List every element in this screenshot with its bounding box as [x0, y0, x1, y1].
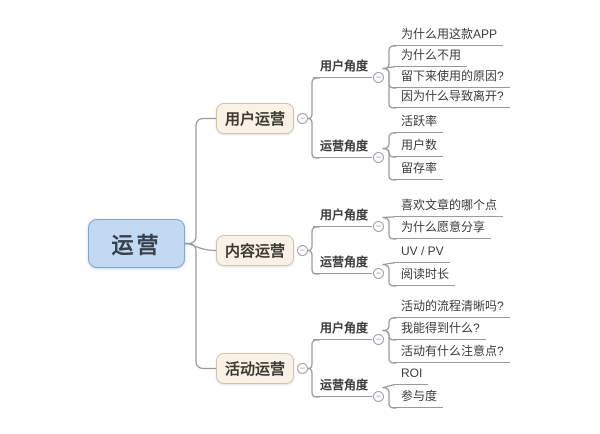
leaf-topic[interactable]: 因为什么导致离开? [393, 87, 510, 108]
branch-user-operations-box[interactable]: 用户运营 [216, 103, 294, 134]
leaf-topic[interactable]: 为什么不用 [393, 46, 468, 67]
label-text[interactable]: 用户角度 [313, 319, 373, 340]
leaf-topic[interactable]: 阅读时长 [393, 265, 456, 286]
leaf-topic[interactable]: 我能得到什么? [393, 319, 486, 340]
label-ops-perspective-1: 运营角度 − [313, 137, 385, 163]
branch-content-operations-box[interactable]: 内容运营 [216, 235, 294, 266]
branch-user-operations: 用户运营 − [216, 103, 308, 134]
root-topic[interactable]: 运营 [88, 219, 185, 268]
leaf-topic[interactable]: 活动有什么注意点? [393, 342, 510, 363]
label-text[interactable]: 用户角度 [313, 57, 373, 78]
collapse-minus-icon[interactable]: − [373, 334, 385, 345]
leaf-topic[interactable]: 用户数 [393, 136, 444, 157]
collapse-minus-icon[interactable]: − [373, 152, 385, 163]
label-text[interactable]: 用户角度 [313, 206, 373, 227]
collapse-minus-icon[interactable]: − [373, 72, 385, 83]
label-text[interactable]: 运营角度 [313, 376, 373, 397]
label-ops-perspective-2: 运营角度 − [313, 253, 385, 279]
branch-activity-operations: 活动运营 − [216, 353, 308, 384]
collapse-minus-icon[interactable]: − [373, 221, 385, 232]
label-text[interactable]: 运营角度 [313, 253, 373, 274]
leaf-topic[interactable]: ROI [393, 364, 429, 385]
leaf-topic[interactable]: 活动的流程清晰吗? [393, 297, 510, 318]
leaf-topic[interactable]: 为什么用这款APP [393, 25, 504, 46]
collapse-minus-icon[interactable]: − [297, 113, 308, 124]
collapse-minus-icon[interactable]: − [297, 363, 308, 374]
leaf-topic[interactable]: 参与度 [393, 387, 444, 408]
collapse-minus-icon[interactable]: − [297, 245, 308, 256]
branch-activity-operations-box[interactable]: 活动运营 [216, 353, 294, 384]
label-text[interactable]: 运营角度 [313, 137, 373, 158]
leaf-topic[interactable]: 为什么愿意分享 [393, 218, 492, 239]
label-user-perspective-2: 用户角度 − [313, 206, 385, 232]
label-ops-perspective-3: 运营角度 − [313, 376, 385, 402]
leaf-topic[interactable]: 喜欢文章的哪个点 [393, 196, 504, 217]
label-user-perspective-1: 用户角度 − [313, 57, 385, 83]
leaf-topic[interactable]: 活跃率 [393, 112, 444, 133]
leaf-topic[interactable]: UV / PV [393, 242, 450, 263]
branch-content-operations: 内容运营 − [216, 235, 308, 266]
collapse-minus-icon[interactable]: − [373, 391, 385, 402]
collapse-minus-icon[interactable]: − [373, 268, 385, 279]
label-user-perspective-3: 用户角度 − [313, 319, 385, 345]
leaf-topic[interactable]: 留下来使用的原因? [393, 67, 510, 88]
leaf-topic[interactable]: 留存率 [393, 159, 444, 180]
